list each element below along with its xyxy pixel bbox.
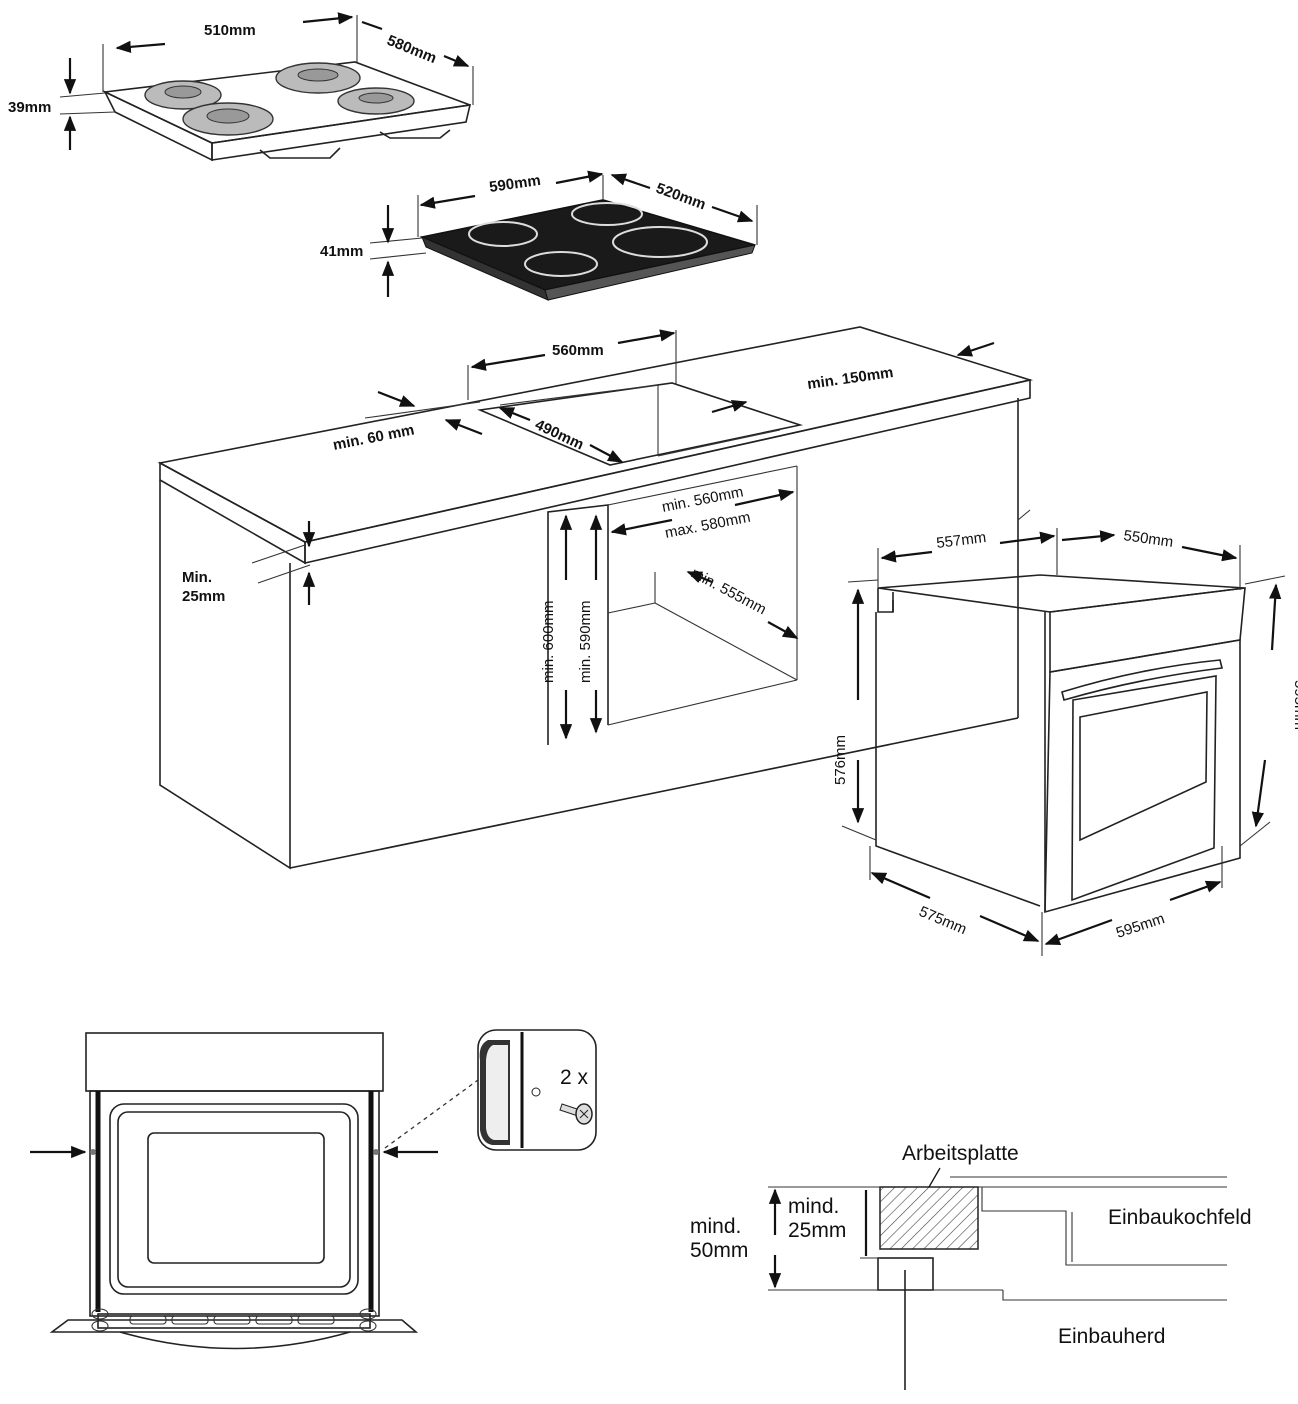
niche-depth-label: min. 555mm — [688, 565, 769, 619]
niche-width-max-label: max. 580mm — [664, 509, 752, 542]
oven-body-depth-label: 550mm — [1122, 527, 1174, 551]
cooking-zone — [571, 202, 643, 226]
cutout-width-label: 560mm — [552, 342, 604, 359]
front-gap-label: min. 60 mm — [332, 421, 416, 453]
ceramic-hob-height-label: 41mm — [320, 243, 363, 260]
cooking-zone — [468, 221, 538, 247]
gas-hob-depth-label: 580mm — [385, 32, 439, 67]
worktop-section — [879, 1186, 979, 1250]
screw-icon — [559, 1103, 593, 1125]
gas-hob — [102, 61, 472, 162]
worktop-label: Arbeitsplatte — [902, 1142, 1019, 1165]
ceramic-hob-depth-label: 520mm — [654, 180, 708, 214]
cooking-zone — [524, 251, 598, 277]
hob-label: Einbaukochfeld — [1108, 1206, 1252, 1229]
mounting-detail — [477, 1029, 597, 1151]
oven-label: Einbauherd — [1058, 1325, 1165, 1348]
niche-height-b-label: min. 590mm — [577, 600, 594, 683]
oven-body-height-label: 576mm — [832, 735, 849, 785]
ceramic-hob — [419, 199, 756, 301]
screw-count-label: 2 x — [560, 1066, 589, 1089]
min-gap-50-label: mind.50mm — [690, 1215, 748, 1262]
oven-body-width-label: 557mm — [935, 529, 987, 552]
oven-total-depth-label: 575mm — [916, 903, 969, 938]
ceramic-hob-width-label: 590mm — [488, 172, 542, 196]
oven-total-width-label: 595mm — [1114, 910, 1167, 942]
gas-hob-height-label: 39mm — [8, 99, 51, 116]
oven-total-height-label: 595mm — [1291, 680, 1298, 730]
cooking-zone — [612, 226, 708, 258]
oven-3d — [875, 574, 1246, 914]
min-gap-25-label: mind.25mm — [788, 1195, 846, 1242]
worktop-thickness-label: Min.25mm — [182, 569, 225, 605]
gas-hob-width-label: 510mm — [204, 22, 256, 39]
oven-front — [49, 1032, 419, 1350]
kitchen-cabinet — [157, 326, 1034, 870]
cutout-depth-label: 490mm — [532, 416, 586, 453]
rear-gap-label: min. 150mm — [806, 364, 894, 393]
niche-height-a-label: min. 600mm — [540, 600, 557, 683]
